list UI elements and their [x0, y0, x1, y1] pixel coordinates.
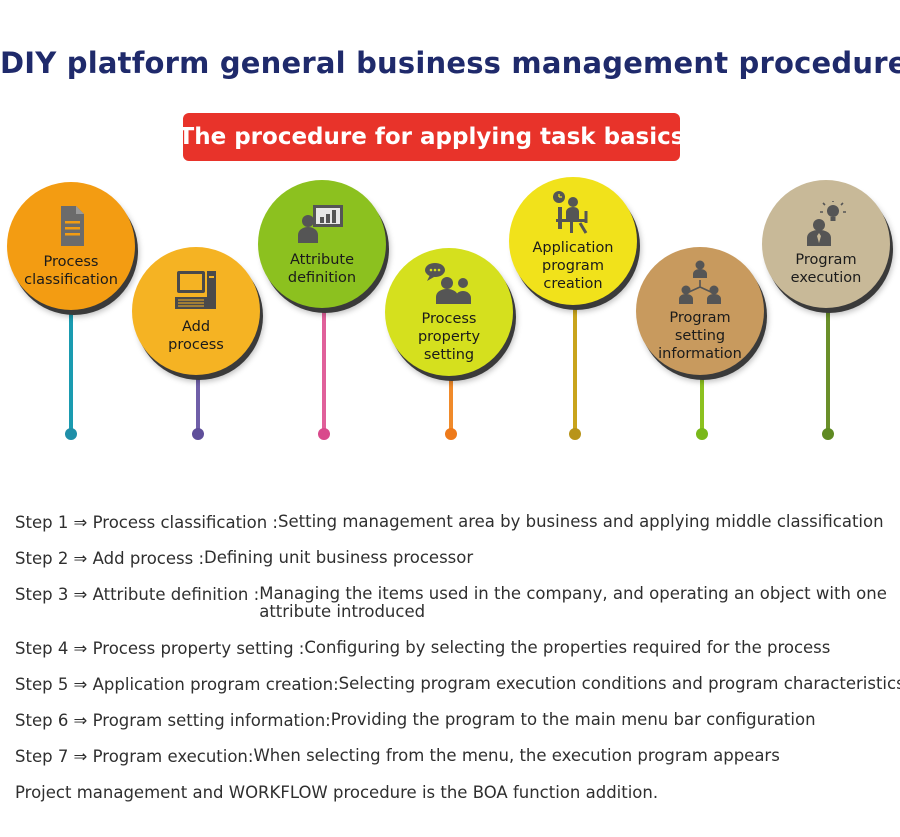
page-title: DIY platform general business management… — [0, 46, 900, 80]
step-description: Selecting program execution conditions a… — [338, 674, 900, 693]
process-step-program-execution: Program execution — [762, 180, 890, 308]
step-stem — [573, 305, 577, 430]
step-item: Step 5 ⇒ Application program creation: S… — [15, 675, 900, 695]
process-step-program-setting-information: Program setting information — [636, 247, 764, 375]
step-item: Step 7 ⇒ Program execution: When selecti… — [15, 746, 780, 767]
process-step-label: Application program creation — [532, 240, 614, 292]
process-step-label: Add process — [168, 319, 224, 353]
step-description: Configuring by selecting the properties … — [304, 638, 831, 657]
process-step-process-classification: Process classification — [7, 182, 135, 310]
step-stem — [69, 312, 73, 430]
footer-note: Project management and WORKFLOW procedur… — [15, 783, 659, 802]
step-lead: Step 4 ⇒ Process property setting : — [15, 639, 305, 658]
process-step-label: Program setting information — [658, 310, 742, 362]
step-dot — [318, 428, 330, 440]
step-description: Defining unit business processor — [204, 548, 474, 567]
step-stem — [196, 375, 200, 430]
team-network-icon — [673, 259, 727, 305]
process-step-add-process: Add process — [132, 247, 260, 375]
process-step-attribute-definition: Attribute definition — [258, 180, 386, 308]
step-dot — [445, 428, 457, 440]
process-step-label: Process property setting — [417, 311, 481, 363]
step-description: Managing the items used in the company, … — [259, 584, 887, 621]
process-step-process-property-setting: Process property setting — [385, 248, 513, 376]
idea-person-icon — [799, 201, 853, 247]
step-description: When selecting from the menu, the execut… — [253, 746, 780, 765]
person-at-desk-icon — [546, 189, 600, 235]
step-dot — [822, 428, 834, 440]
step-stem — [826, 312, 830, 430]
step-lead: Step 7 ⇒ Program execution: — [15, 747, 254, 766]
step-item: Step 4 ⇒ Process property setting : Conf… — [15, 638, 831, 659]
step-stem — [449, 377, 453, 430]
process-step-application-program-creation: Application program creation — [509, 177, 637, 305]
process-step-label: Process classification — [24, 254, 118, 288]
step-description: Providing the program to the main menu b… — [330, 710, 816, 729]
step-item: Step 6 ⇒ Program setting information: Pr… — [15, 710, 816, 731]
step-dot — [569, 428, 581, 440]
step-lead: Step 6 ⇒ Program setting information: — [15, 711, 331, 730]
computer-icon — [169, 268, 223, 314]
step-lead: Step 2 ⇒ Add process : — [15, 549, 205, 568]
step-item: Step 1 ⇒ Process classification : Settin… — [15, 512, 884, 533]
step-lead: Step 1 ⇒ Process classification : — [15, 513, 278, 532]
process-step-label: Program execution — [790, 252, 862, 286]
step-item: Step 3 ⇒ Attribute definition : Managing… — [15, 585, 887, 621]
step-item: Step 2 ⇒ Add process : Defining unit bus… — [15, 548, 474, 569]
step-lead: Step 3 ⇒ Attribute definition : — [15, 585, 260, 604]
presentation-chart-icon — [295, 201, 349, 247]
step-dot — [192, 428, 204, 440]
step-lead: Step 5 ⇒ Application program creation: — [15, 675, 339, 694]
step-description: Setting management area by business and … — [278, 512, 884, 531]
step-stem — [700, 377, 704, 430]
step-dot — [696, 428, 708, 440]
process-step-label: Attribute definition — [287, 252, 357, 286]
discussion-people-icon — [422, 260, 476, 306]
document-icon — [44, 203, 98, 249]
step-stem — [322, 310, 326, 430]
procedure-banner: The procedure for applying task basics — [179, 113, 684, 161]
step-dot — [65, 428, 77, 440]
